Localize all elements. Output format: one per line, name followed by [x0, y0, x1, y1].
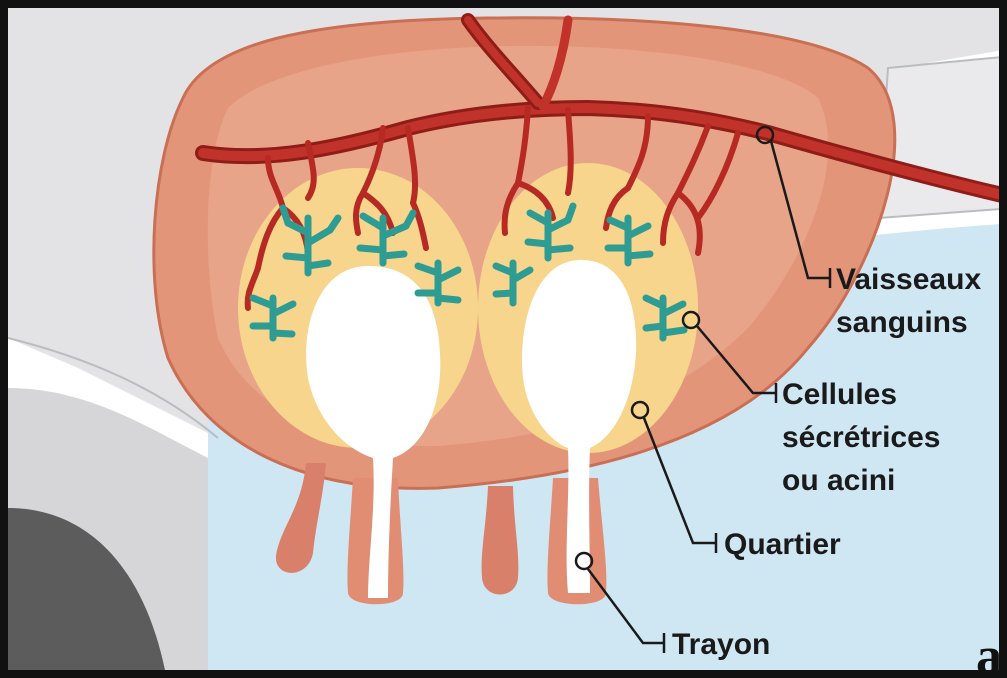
teat-mid — [482, 486, 519, 595]
panel-letter: a — [976, 628, 1002, 678]
label-vaisseaux-line1: Vaisseaux — [836, 263, 981, 296]
label-citerne-line1: Citerne — [525, 315, 628, 348]
label-cellules-line3: ou acini — [782, 464, 895, 497]
label-trayon: Trayon — [672, 628, 770, 661]
label-quartier: Quartier — [724, 528, 841, 561]
label-cellules-line1: Cellules — [782, 378, 897, 411]
udder-diagram: Vaisseaux sanguins Cellules sécrétrices … — [8, 8, 1007, 678]
label-vaisseaux-line2: sanguins — [836, 306, 968, 339]
label-cellules-line2: sécrétrices — [782, 421, 940, 454]
label-citerne-line2: du lait — [525, 354, 613, 387]
